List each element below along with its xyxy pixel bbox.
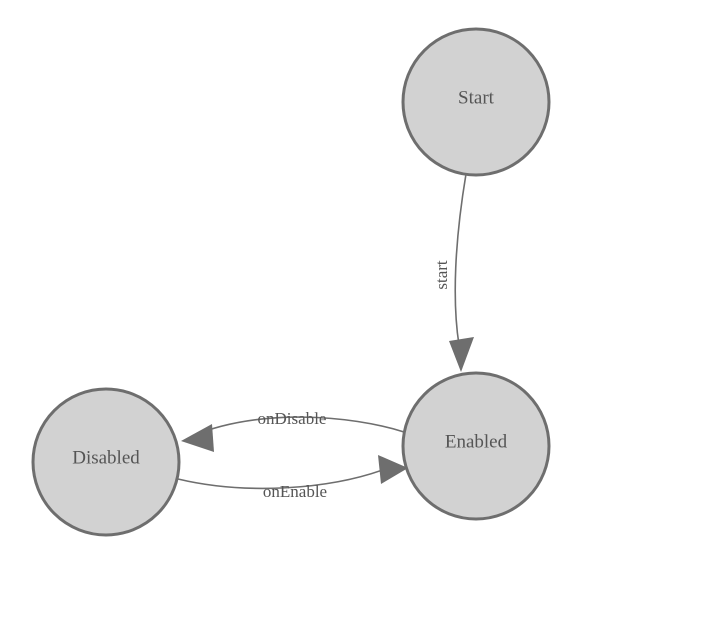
edge-path-disabled-to-enabled xyxy=(177,467,389,490)
edge-disabled-to-enabled[interactable]: onEnable xyxy=(177,455,408,501)
state-node-enabled-label: Enabled xyxy=(445,431,508,452)
arrowhead-enabled-to-disabled xyxy=(181,424,214,452)
edge-enabled-to-disabled[interactable]: onDisable xyxy=(181,409,405,452)
state-node-enabled-circle xyxy=(401,371,551,521)
edge-label-onenable: onEnable xyxy=(263,482,327,501)
state-node-start[interactable]: Start xyxy=(401,27,551,177)
state-node-disabled-label: Disabled xyxy=(72,447,140,468)
edge-label-ondisable: onDisable xyxy=(258,409,327,428)
arrowhead-disabled-to-enabled xyxy=(378,455,408,484)
arrowhead-start-to-enabled xyxy=(449,337,474,372)
state-node-enabled[interactable]: Enabled xyxy=(401,371,551,521)
edge-start-to-enabled[interactable]: start xyxy=(432,173,474,372)
state-node-disabled-circle xyxy=(31,387,181,537)
state-node-start-label: Start xyxy=(458,87,495,108)
edge-path-start-to-enabled xyxy=(454,173,467,346)
edge-label-start: start xyxy=(432,260,451,290)
state-node-start-circle xyxy=(401,27,551,177)
state-node-disabled[interactable]: Disabled xyxy=(31,387,181,537)
edge-path-enabled-to-disabled xyxy=(191,416,405,437)
